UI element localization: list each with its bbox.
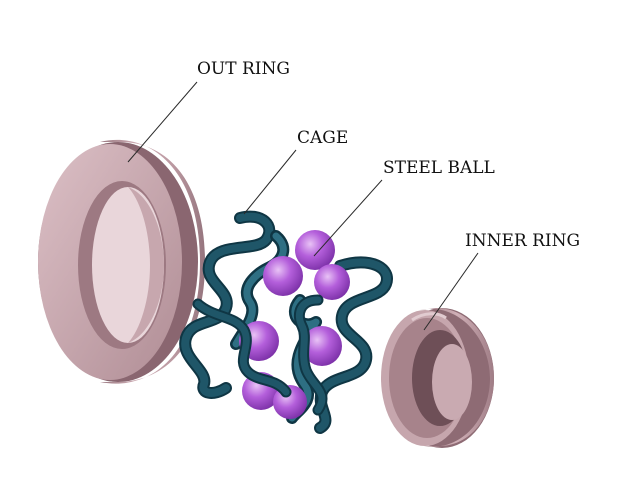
steel-ball (263, 256, 303, 296)
inner-ring-leader-line (423, 252, 479, 331)
steel-ball-label: STEEL BALL (383, 158, 495, 178)
inner-ring (381, 308, 494, 448)
steel-ball (302, 326, 342, 366)
cage-label: CAGE (297, 128, 348, 148)
steel-ball (314, 264, 350, 300)
out-ring (38, 139, 205, 384)
cage-leader-line (243, 149, 297, 215)
steel-ball-leader-line (313, 179, 383, 257)
inner-ring-label: INNER RING (465, 231, 580, 251)
out-ring-leader-line (127, 81, 198, 163)
steel-ball (295, 230, 335, 270)
out-ring-label: OUT RING (197, 59, 290, 79)
cage-front (192, 294, 328, 416)
